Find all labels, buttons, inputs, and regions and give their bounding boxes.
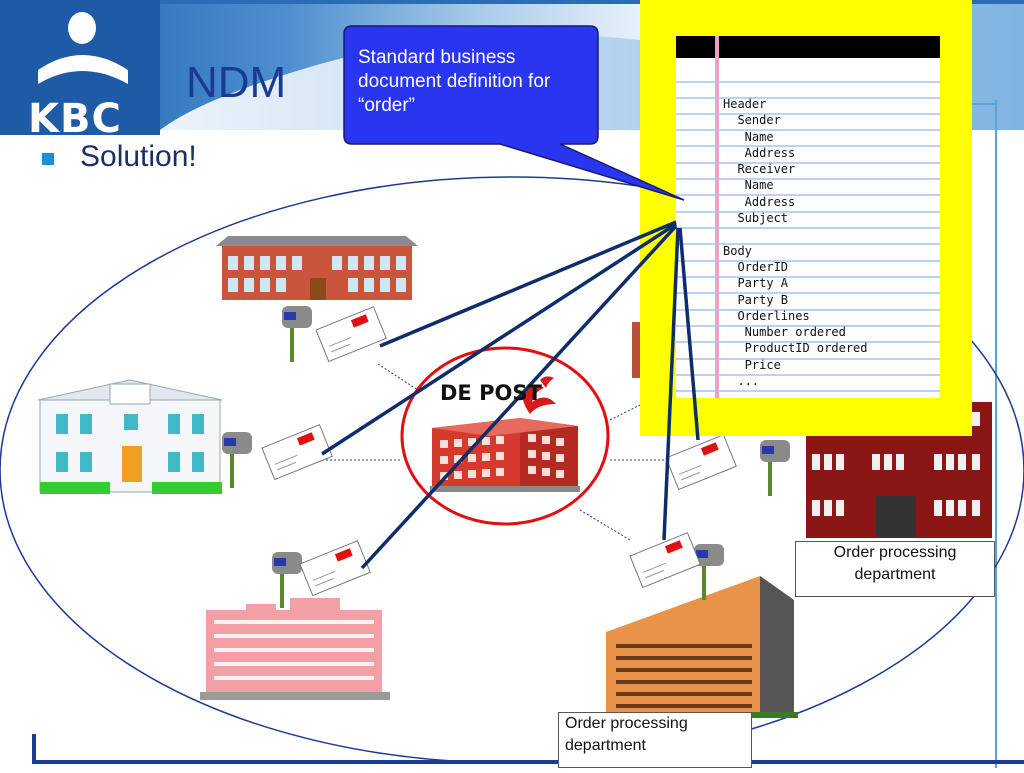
bullet-square-icon — [42, 153, 54, 165]
label-line: department — [854, 566, 936, 583]
label-order-processing-right: Order processing department — [795, 541, 995, 597]
document-line: Party A — [723, 276, 789, 291]
post-office — [400, 346, 610, 526]
document-sheet — [676, 36, 940, 398]
callout-bubble — [343, 25, 685, 201]
label-line: Order processing — [565, 715, 688, 732]
bottom-rule — [32, 734, 1024, 764]
document-line — [723, 226, 868, 242]
label-line: department — [565, 737, 646, 754]
building-bottom-right-icon — [604, 576, 798, 718]
document-line: Receiver — [723, 162, 796, 177]
post-logo-icon — [522, 376, 556, 414]
slide-title: NDM — [186, 58, 287, 107]
document-line: Number ordered — [723, 325, 846, 340]
kbc-logo — [0, 0, 160, 135]
document-line: ... — [723, 374, 760, 389]
document-line: Body — [723, 243, 752, 258]
mailbox-icon — [222, 306, 790, 608]
document-line: OrderID — [723, 259, 789, 274]
callout-text: Standard business document definition fo… — [358, 47, 551, 116]
label-order-processing-bottom: Order processing department — [558, 712, 752, 768]
document-line: Party B — [723, 292, 789, 307]
document-panel — [640, 0, 972, 436]
document-definition-text: Header Sender Name Address Receiver Name… — [723, 96, 868, 389]
document-line: Header — [723, 97, 767, 111]
document-line: Price — [723, 357, 781, 372]
network-ellipse — [0, 176, 1024, 764]
building-bottom-left-icon — [200, 598, 390, 700]
document-line: Name — [723, 178, 774, 193]
document-header-bar — [676, 36, 940, 58]
document-ruled-lines — [676, 81, 940, 392]
document-line: Name — [723, 129, 774, 144]
document-line: ProductID ordered — [723, 341, 868, 356]
document-links — [321, 220, 700, 570]
post-building-icon — [430, 418, 580, 492]
building-left-icon — [37, 379, 223, 494]
document-line: Subject — [723, 211, 789, 226]
post-office-name: DE POST — [440, 381, 542, 405]
bullet-text: Solution! — [80, 140, 197, 173]
document-line: Orderlines — [723, 308, 810, 323]
document-line: Address — [723, 194, 796, 209]
document-line: Sender — [723, 113, 781, 128]
document-line: Address — [723, 145, 796, 160]
envelope-icon — [261, 306, 737, 597]
kbc-logo-text: KBC — [28, 96, 122, 142]
label-line: Order processing — [833, 544, 957, 561]
building-top-icon — [216, 236, 418, 300]
